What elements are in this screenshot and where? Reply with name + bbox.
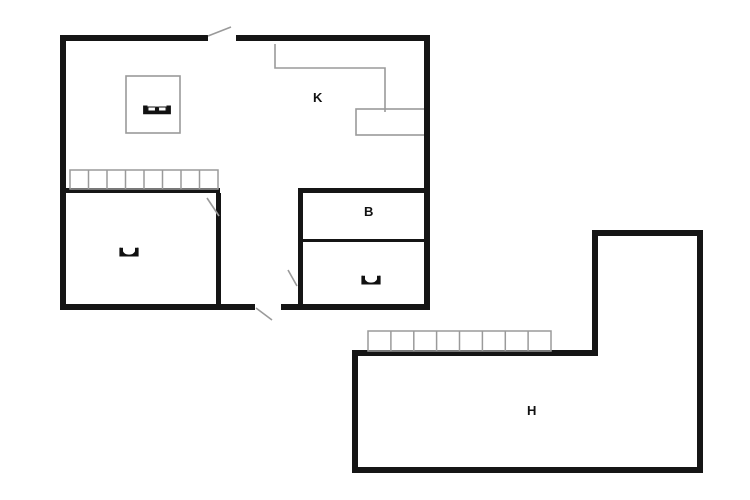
bed-single-glyph [119,247,139,256]
bed-single-frame [361,275,381,285]
room-label-b: B [364,204,374,219]
wall-partition-bedroom-right [216,193,221,310]
doors-group [206,26,298,321]
door-bottom-left-room-icon [255,307,273,321]
wall-bottom-right-segment [281,304,430,310]
bed-single-glyph [361,275,381,284]
stair-hall-h [367,330,552,352]
door-middle-partition-icon [287,269,298,287]
room-label-h: H [527,403,537,418]
wall-top-right-segment [236,35,430,41]
walls-upper-block [60,35,430,310]
door-top-wall-icon [207,26,232,37]
wall-right-upper-exterior [424,35,430,310]
door-stair-right-icon [206,197,220,217]
wall-h-wing-left [592,230,598,356]
stairs-group [69,169,552,352]
wall-partition-b-left [298,188,303,310]
bed-double-cushions [147,106,167,112]
wall-h-bottom-exterior [352,467,703,473]
wall-b-bottom [303,239,424,242]
fixtures-group [125,44,427,136]
wall-h-top-under-stair [352,350,598,356]
wall-h-wing-top [592,230,703,236]
walls-lower-block [352,230,703,473]
wall-left-exterior [60,35,66,310]
counter-box-outline-icon [355,108,427,136]
bed-single-icon [119,247,139,257]
closet-outline-icon [125,75,181,134]
wall-bottom-left-segment [60,304,255,310]
bed-double-frame [143,105,171,115]
wall-b-top [298,188,424,193]
wall-h-left-exterior [352,350,358,473]
bed-single-frame [119,247,139,257]
bed-double-icon [143,105,171,115]
wall-h-right-exterior [697,230,703,473]
counter-outline-icon [274,44,386,112]
room-label-k: K [313,90,323,105]
wall-top-left-segment [60,35,208,41]
bed-single-icon [361,275,381,285]
stair-upper-left [69,169,219,190]
wall-partition-under-stair [60,188,220,193]
